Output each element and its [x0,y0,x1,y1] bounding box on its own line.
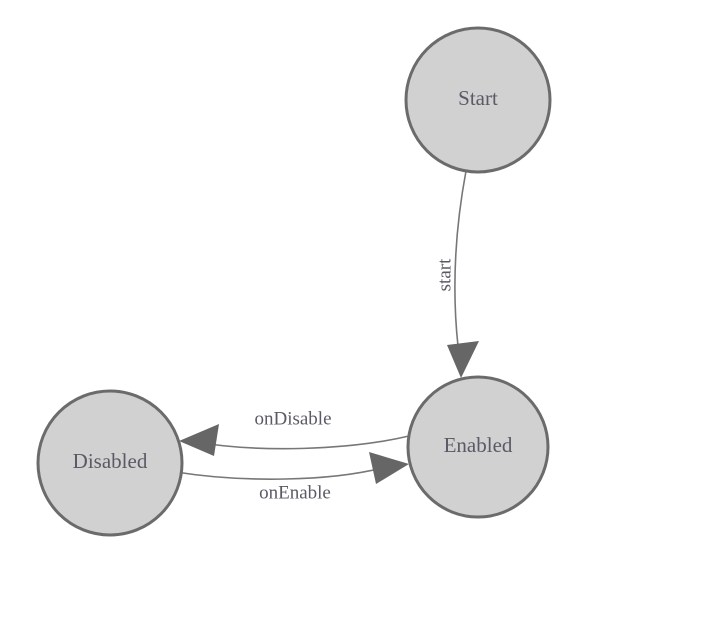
state-node-start[interactable]: Start [404,26,552,174]
edge-label-start: start [434,258,455,291]
state-node-start-label: Start [458,86,498,110]
edge-label-on-disable: onDisable [254,408,331,429]
state-node-enabled-circle [406,375,550,519]
edge-enabled-to-disabled-arrowhead [179,424,219,456]
edge-disabled-to-enabled[interactable]: onEnable [175,452,409,503]
state-node-enabled[interactable]: Enabled [406,375,550,519]
state-node-enabled-label: Enabled [444,433,513,457]
edge-disabled-to-enabled-path [175,467,383,480]
edge-disabled-to-enabled-arrowhead [369,452,409,484]
state-node-disabled-circle [36,389,184,537]
edge-start-to-enabled-path [454,170,467,347]
edge-start-to-enabled[interactable]: start [434,170,479,378]
state-node-disabled[interactable]: Disabled [36,389,184,537]
edge-label-on-enable: onEnable [259,482,331,503]
edge-enabled-to-disabled-path [195,435,410,450]
state-node-start-circle [404,26,552,174]
edge-enabled-to-disabled[interactable]: onDisable [179,408,410,456]
state-node-disabled-label: Disabled [73,449,148,473]
edge-start-to-enabled-arrowhead [447,341,479,378]
